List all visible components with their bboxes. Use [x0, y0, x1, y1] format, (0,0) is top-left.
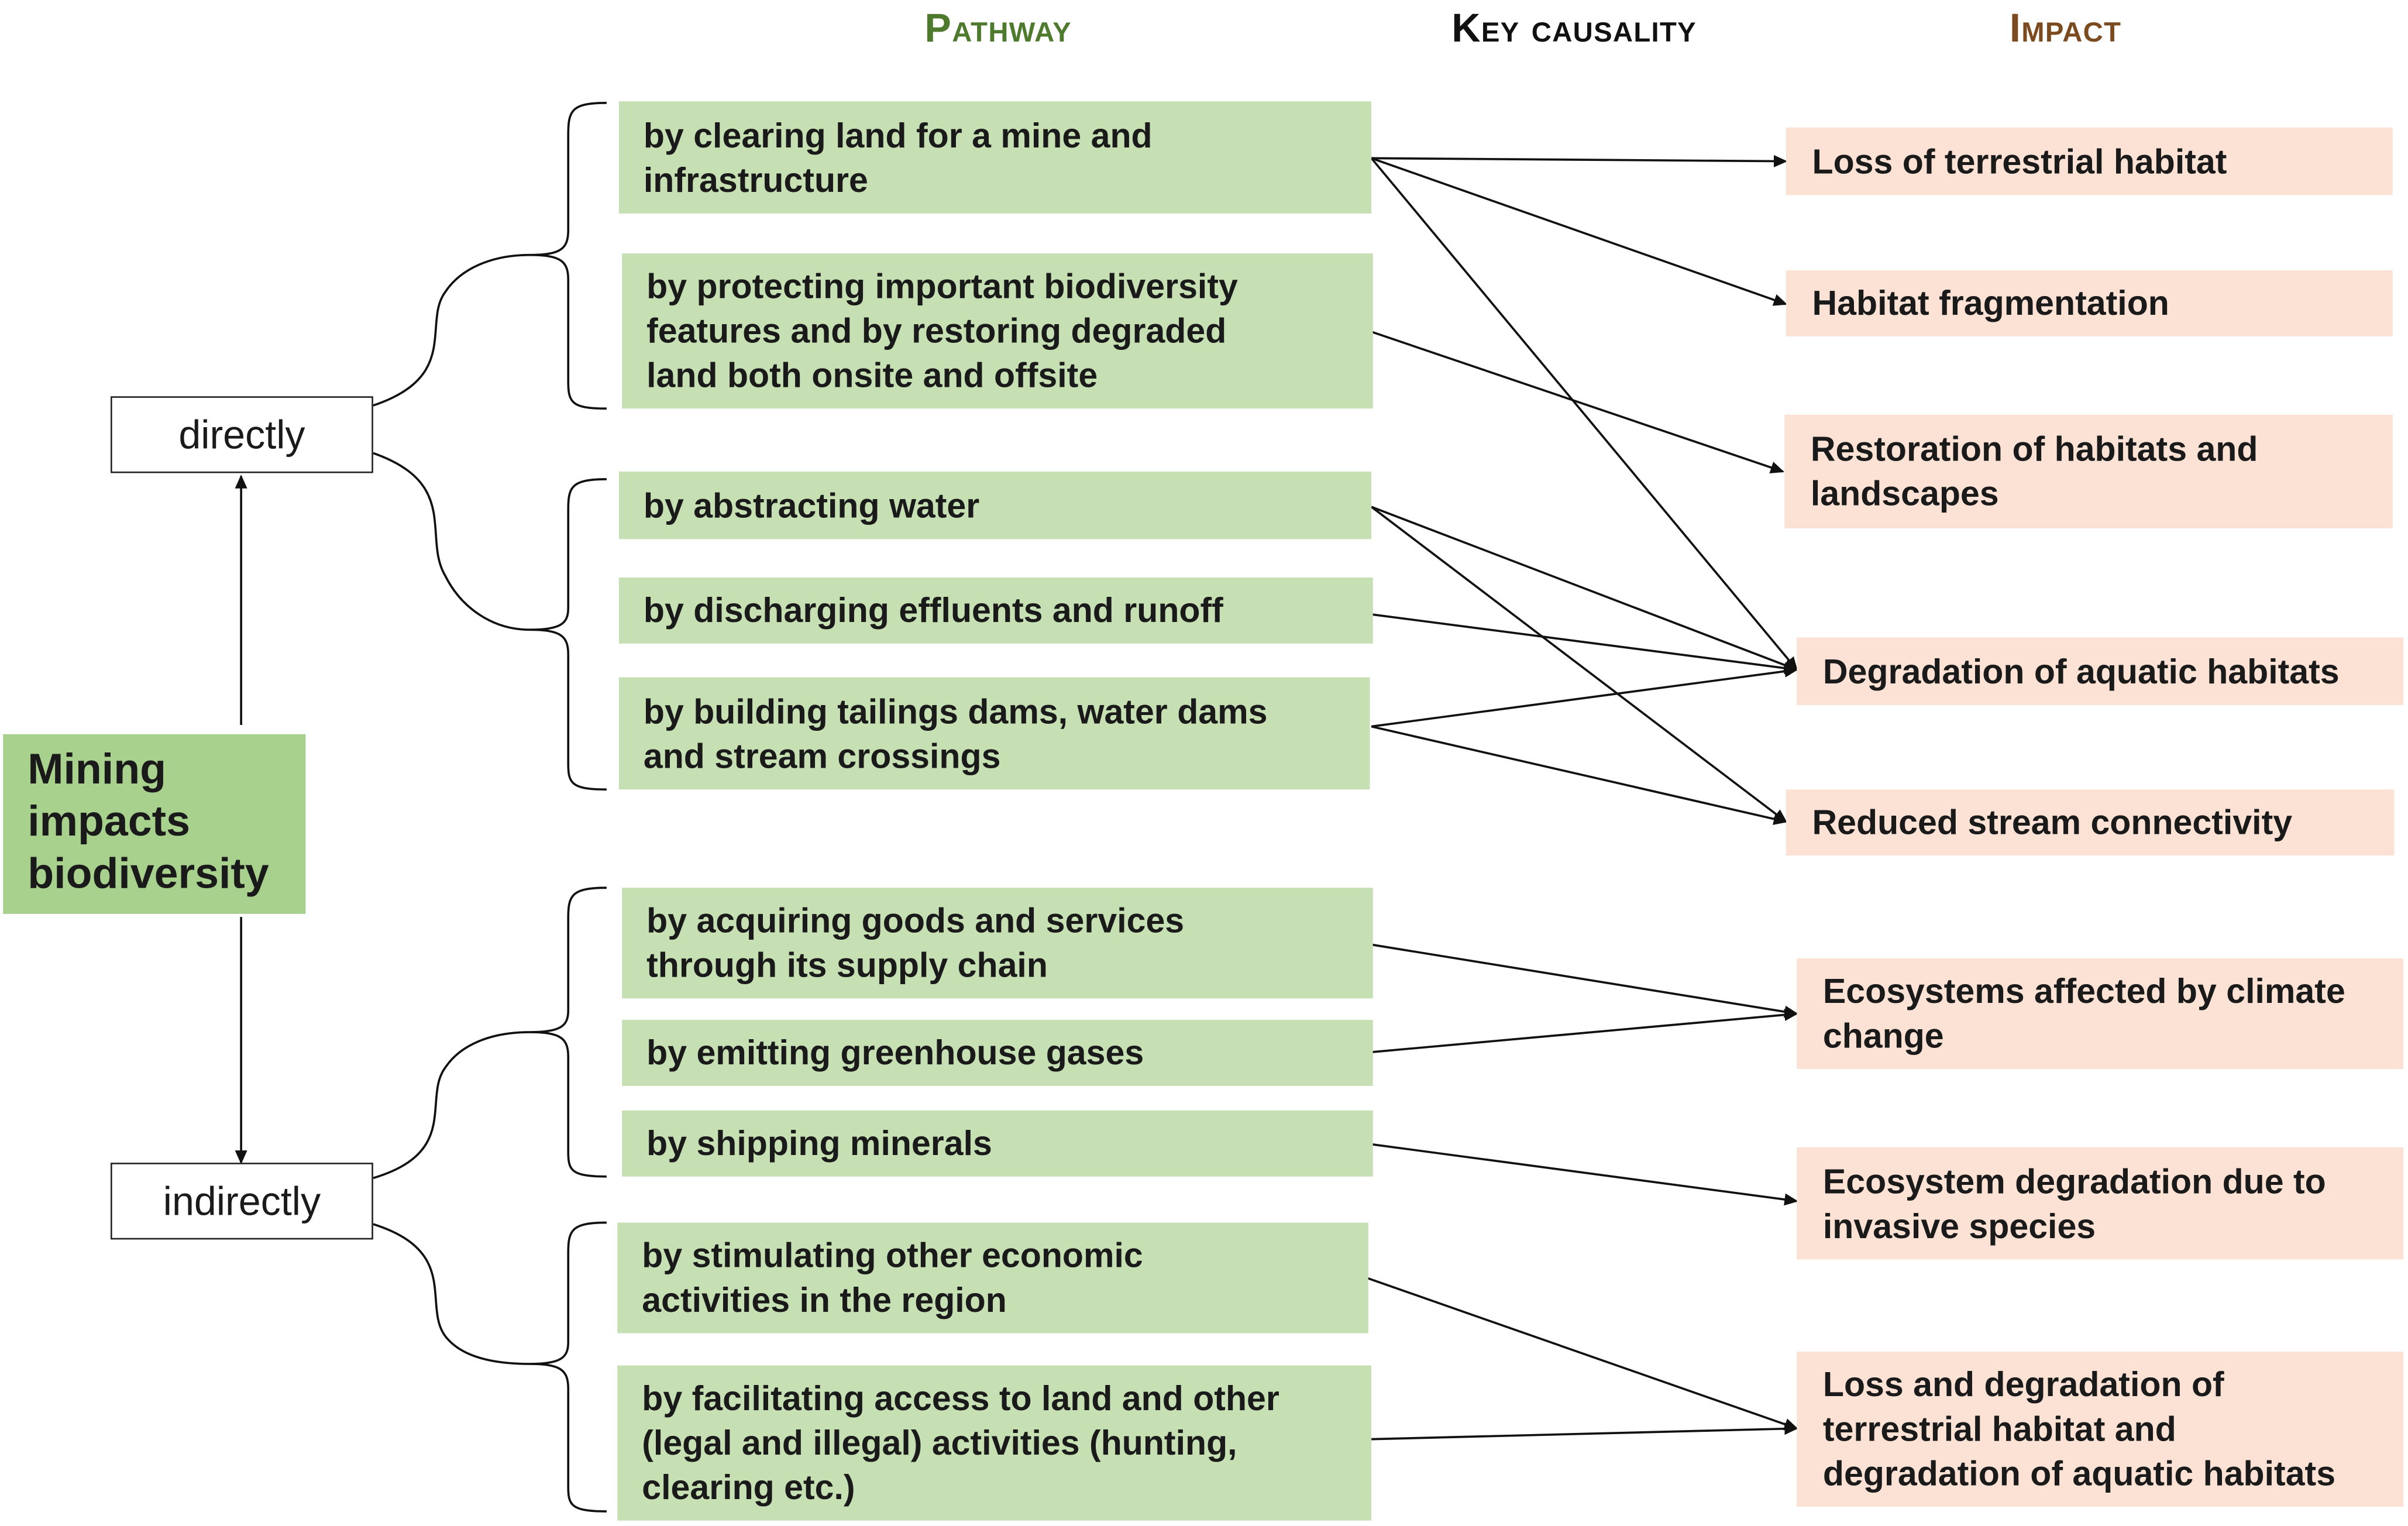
- causality-arrow: [1371, 943, 1798, 1018]
- causality-arrow: [1371, 725, 1788, 825]
- pathway-header: Pathway: [860, 0, 1137, 61]
- causality-header-text: Key causality: [1451, 4, 1697, 51]
- pathway-box: by discharging effluents and runoff: [618, 578, 1373, 644]
- impact-box: Ecosystem degradation due to invasive sp…: [1797, 1147, 2404, 1260]
- indirectly-upper-connector: [373, 1031, 530, 1180]
- pathway-box: by protecting important biodiversity fea…: [622, 253, 1373, 409]
- indirectly-lower-connector: [373, 1223, 530, 1365]
- brace-indirect-supply: [529, 886, 607, 1178]
- pathway-header-text: Pathway: [924, 4, 1072, 51]
- pathway-box: by stimulating other economic activities…: [617, 1222, 1368, 1333]
- pathway-box: by acquiring goods and services through …: [622, 888, 1373, 999]
- impact-header: Impact: [1951, 0, 2181, 61]
- directly-upper-connector: [373, 253, 530, 407]
- causality-arrow: [1371, 1422, 1798, 1441]
- pathway-box: by shipping minerals: [622, 1110, 1373, 1177]
- impact-box: Loss and degradation of terrestrial habi…: [1797, 1352, 2404, 1507]
- causality-arrow: [1371, 1008, 1798, 1053]
- causality-header: Key causality: [1382, 0, 1766, 61]
- causality-links: [1366, 154, 1798, 1441]
- brace-direct-water: [529, 478, 607, 791]
- impact-box: Habitat fragmentation: [1786, 270, 2393, 336]
- indirectly-box: indirectly: [111, 1163, 373, 1240]
- causality-arrow: [1371, 665, 1798, 728]
- pathway-box: by abstracting water: [618, 471, 1372, 539]
- directly-lower-connector: [373, 452, 530, 631]
- causality-arrow: [1370, 157, 1798, 671]
- pathway-box: by clearing land for a mine and infrastr…: [618, 101, 1372, 214]
- pathway-box: by facilitating access to land and other…: [617, 1365, 1372, 1521]
- causality-arrow: [1371, 506, 1787, 823]
- pathway-box: by emitting greenhouse gases: [622, 1020, 1373, 1086]
- causality-arrow: [1371, 331, 1785, 474]
- causality-arrow: [1371, 157, 1788, 306]
- impact-header-text: Impact: [2009, 4, 2122, 51]
- causality-arrow: [1371, 506, 1798, 671]
- root-mining-box: Mining impacts biodiversity: [3, 734, 306, 914]
- pathway-box: by building tailings dams, water dams an…: [618, 677, 1370, 790]
- causality-arrow: [1371, 613, 1798, 675]
- directly-box: directly: [111, 396, 373, 473]
- causality-arrow: [1371, 154, 1788, 167]
- causality-arrow: [1371, 1143, 1798, 1206]
- impact-box: Ecosystems affected by climate change: [1797, 958, 2404, 1069]
- impact-box: Loss of terrestrial habitat: [1786, 127, 2393, 195]
- brace-indirect-region: [529, 1221, 607, 1513]
- impact-box: Reduced stream connectivity: [1786, 789, 2395, 856]
- brace-direct-land: [529, 102, 607, 410]
- impact-box: Degradation of aquatic habitats: [1797, 637, 2404, 705]
- impact-box: Restoration of habitats and landscapes: [1784, 414, 2393, 528]
- causality-arrow: [1366, 1277, 1798, 1431]
